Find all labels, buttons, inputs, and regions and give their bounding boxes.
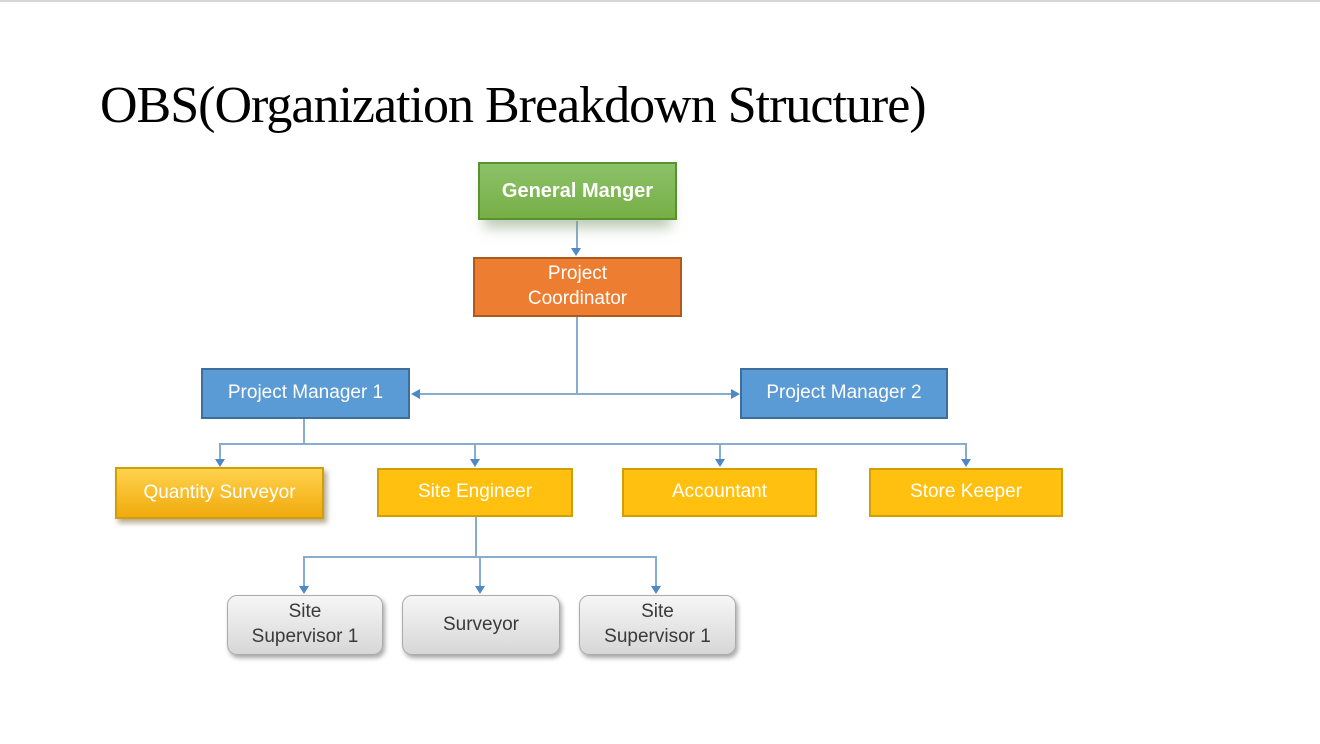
- node-site-supervisor-b[interactable]: Site Supervisor 1: [579, 595, 736, 655]
- connector-drop-site-supervisor-a: [303, 558, 305, 586]
- node-site-supervisor-a-label: Site Supervisor 1: [251, 601, 359, 647]
- connector-drop-site-engineer: [474, 445, 476, 459]
- node-surveyor[interactable]: Surveyor: [402, 595, 560, 655]
- arrowhead-into-project-manager-2: [731, 389, 740, 399]
- node-project-coordinator[interactable]: Project Coordinator: [473, 257, 682, 317]
- node-general-manager-label: General Manger: [501, 180, 654, 202]
- arrowhead-into-site-engineer: [470, 459, 480, 467]
- node-quantity-surveyor-label: Quantity Surveyor: [143, 481, 296, 503]
- arrowhead-into-project-manager-1: [411, 389, 420, 399]
- arrowhead-into-site-supervisor-a: [299, 586, 309, 594]
- node-project-coordinator-label: Project Coordinator: [527, 263, 628, 309]
- connector-se-stem: [475, 517, 477, 557]
- connector-level4-hline: [219, 443, 967, 445]
- connector-drop-site-supervisor-b: [655, 558, 657, 586]
- connector-drop-quantity-surveyor: [219, 445, 221, 459]
- node-surveyor-label: Surveyor: [442, 613, 520, 635]
- node-quantity-surveyor[interactable]: Quantity Surveyor: [115, 467, 324, 519]
- connector-drop-store-keeper: [965, 445, 967, 459]
- arrowhead-into-project-coordinator: [571, 248, 581, 256]
- node-project-manager-1[interactable]: Project Manager 1: [201, 368, 410, 419]
- arrowhead-into-quantity-surveyor: [215, 459, 225, 467]
- arrowhead-into-store-keeper: [961, 459, 971, 467]
- node-site-supervisor-a[interactable]: Site Supervisor 1: [227, 595, 383, 655]
- connector-drop-surveyor: [479, 558, 481, 586]
- slide-top-border: [0, 0, 1320, 2]
- connector-drop-accountant: [719, 445, 721, 459]
- connector-pc-stem: [576, 317, 578, 395]
- node-accountant[interactable]: Accountant: [622, 468, 817, 517]
- arrowhead-into-site-supervisor-b: [651, 586, 661, 594]
- node-site-supervisor-b-label: Site Supervisor 1: [604, 601, 711, 647]
- arrowhead-into-surveyor: [475, 586, 485, 594]
- connector-pm1-stem: [303, 419, 305, 445]
- connector-pm-hline: [420, 393, 732, 395]
- node-site-engineer[interactable]: Site Engineer: [377, 468, 573, 517]
- node-project-manager-2-label: Project Manager 2: [766, 382, 922, 404]
- node-store-keeper[interactable]: Store Keeper: [869, 468, 1063, 517]
- node-store-keeper-label: Store Keeper: [910, 481, 1022, 503]
- slide-title: OBS(Organization Breakdown Structure): [100, 77, 927, 134]
- connector-gm-pc-stem: [576, 221, 578, 250]
- node-project-manager-1-label: Project Manager 1: [227, 382, 384, 404]
- connector-level5-hline: [303, 556, 657, 558]
- node-general-manager[interactable]: General Manger: [478, 162, 677, 220]
- node-site-engineer-label: Site Engineer: [417, 481, 533, 503]
- node-project-manager-2[interactable]: Project Manager 2: [740, 368, 948, 419]
- node-accountant-label: Accountant: [671, 481, 768, 503]
- arrowhead-into-accountant: [715, 459, 725, 467]
